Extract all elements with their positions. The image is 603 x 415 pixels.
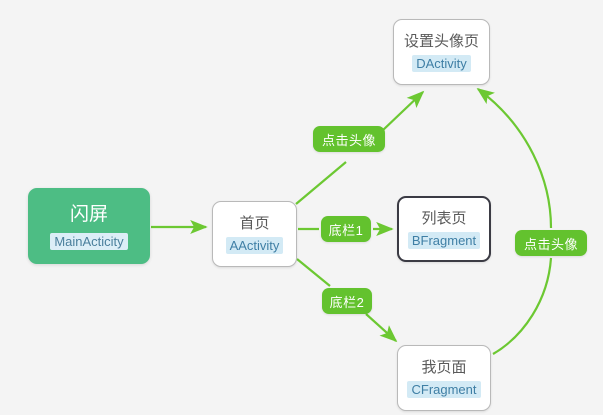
node-list-page-subtitle: BFragment [407,232,481,249]
node-mine-page[interactable]: 我页面 CFragment [397,345,491,411]
node-list-page[interactable]: 列表页 BFragment [397,196,491,262]
edge-mine-to-avatar [476,87,553,355]
edge-label-click-avatar-1[interactable]: 点击头像 [313,126,385,152]
node-avatar-page-title: 设置头像页 [403,33,479,50]
node-home[interactable]: 首页 AActivity [212,201,297,267]
node-list-page-title: 列表页 [421,210,467,227]
node-home-subtitle: AActivity [225,237,284,254]
node-home-title: 首页 [239,215,270,232]
node-mine-page-title: 我页面 [421,359,467,376]
node-splash[interactable]: 闪屏 MainActicity [28,188,150,264]
edge-label-bottom-bar-2[interactable]: 底栏2 [322,288,372,314]
edge-home-to-mine [296,258,398,343]
node-avatar-page-subtitle: DActivity [412,55,471,72]
node-avatar-page[interactable]: 设置头像页 DActivity [393,19,490,85]
edge-label-bottom-bar-1[interactable]: 底栏1 [321,216,371,242]
edge-label-click-avatar-2[interactable]: 点击头像 [515,230,587,256]
edge-home-to-avatar [295,90,425,205]
node-splash-title: 闪屏 [69,203,108,225]
node-mine-page-subtitle: CFragment [407,381,481,398]
node-splash-subtitle: MainActicity [50,232,128,250]
